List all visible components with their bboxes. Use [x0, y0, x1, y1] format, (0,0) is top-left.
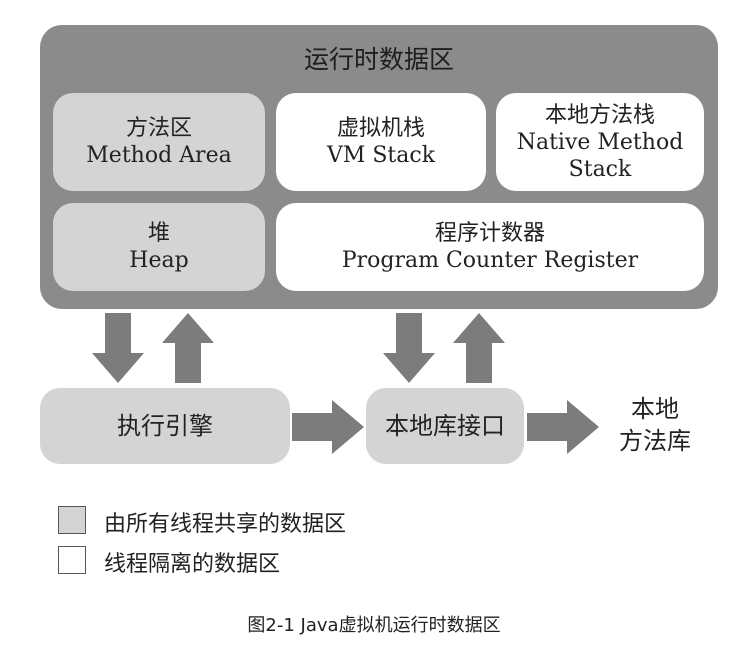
runtime-data-area-title: 运行时数据区: [303, 45, 454, 74]
method-area-box: 方法区 Method Area: [53, 93, 265, 191]
method-area-en: Method Area: [86, 143, 232, 168]
heap-en: Heap: [129, 248, 189, 273]
legend-shared-swatch: [58, 506, 86, 534]
right-arrow-engine-to-interface: [292, 400, 364, 454]
heap-box: 堆 Heap: [53, 203, 265, 291]
method-area-zh: 方法区: [125, 116, 192, 141]
vm-stack-box: 虚拟机栈 VM Stack: [276, 93, 486, 191]
native-method-library-line2: 方法库: [619, 427, 691, 455]
legend-shared-label: 由所有线程共享的数据区: [104, 512, 347, 537]
execution-engine-box: 执行引擎: [40, 388, 290, 464]
up-arrow-engine: [162, 313, 214, 383]
right-arrow-interface-to-library: [527, 400, 599, 454]
down-arrow-engine: [92, 313, 144, 383]
native-method-library-line1: 本地: [631, 395, 679, 423]
program-counter-register-en: Program Counter Register: [341, 248, 639, 273]
native-method-stack-en-2: Stack: [568, 156, 632, 182]
execution-engine-label: 执行引擎: [117, 411, 213, 440]
native-interface-box: 本地库接口: [366, 388, 524, 464]
native-interface-label: 本地库接口: [385, 411, 505, 440]
heap-zh: 堆: [147, 221, 170, 246]
program-counter-register-box: 程序计数器 Program Counter Register: [276, 203, 704, 291]
native-method-stack-box: 本地方法栈 Native Method Stack: [496, 93, 704, 191]
native-method-library: 本地 方法库: [600, 393, 710, 457]
figure-caption: 图2-1 Java虚拟机运行时数据区: [247, 615, 501, 636]
vm-stack-en: VM Stack: [326, 143, 436, 168]
native-method-stack-zh: 本地方法栈: [544, 102, 655, 128]
legend-private-swatch: [58, 546, 86, 574]
down-arrow-native-interface: [383, 313, 435, 383]
vm-stack-zh: 虚拟机栈: [336, 116, 425, 141]
native-method-stack-en-1: Native Method: [516, 129, 684, 155]
up-arrow-native-interface: [453, 313, 505, 383]
program-counter-register-zh: 程序计数器: [434, 221, 545, 246]
legend-private-label: 线程隔离的数据区: [104, 552, 281, 577]
